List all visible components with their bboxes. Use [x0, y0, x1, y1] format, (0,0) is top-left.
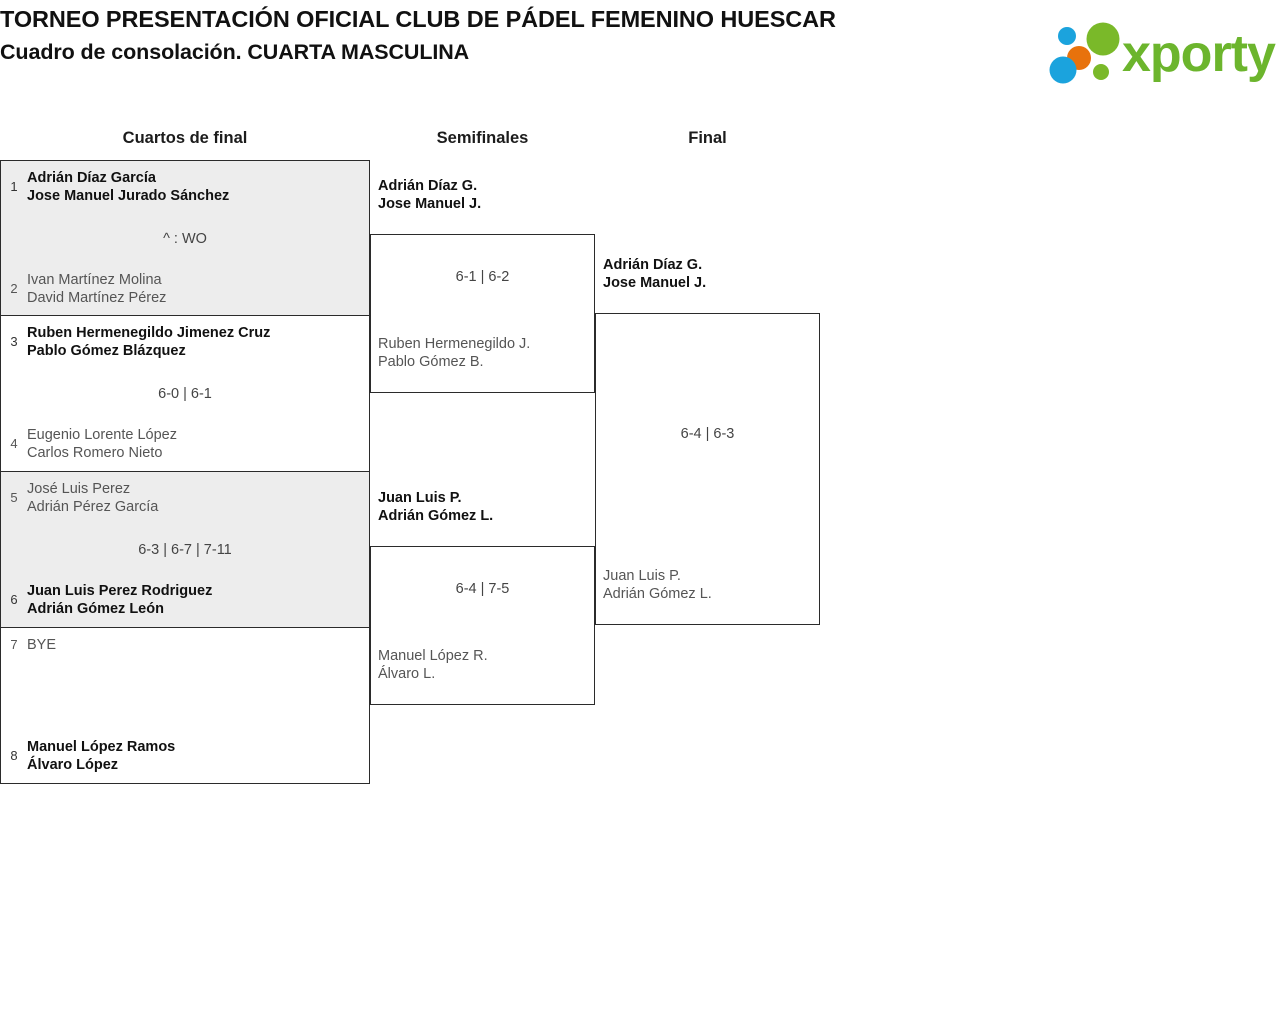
round-header-quarterfinals: Cuartos de final — [122, 129, 248, 147]
match-quarterfinal-1[interactable]: 1 Adrián Díaz García Jose Manuel Jurado … — [0, 160, 370, 317]
seed-number: 7 — [10, 637, 18, 653]
player-name: Juan Luis Perez Rodriguez — [27, 583, 213, 599]
match-score: 6-1 | 6-2 — [455, 269, 510, 285]
seed-number: 6 — [10, 592, 18, 608]
seed-number: 3 — [10, 334, 18, 350]
team-players: Eugenio Lorente López Carlos Romero Niet… — [27, 426, 369, 462]
player-name: José Luis Perez — [27, 481, 131, 497]
player-name: Juan Luis P. — [378, 490, 462, 506]
match-semifinal-2[interactable]: Juan Luis P. Adrián Gómez L. 6-4 | 7-5 M… — [370, 490, 595, 705]
player-name: Eugenio Lorente López — [27, 427, 177, 443]
seed-number: 8 — [10, 748, 18, 764]
page-header: TORNEO PRESENTACIÓN OFICIAL CLUB DE PÁDE… — [0, 0, 1280, 110]
team-players: Adrián Díaz G. Jose Manuel J. — [596, 256, 819, 292]
team-players: Manuel López R. Álvaro L. — [371, 647, 594, 683]
match-score: ^ : WO — [163, 231, 207, 247]
xporty-logo[interactable]: xporty — [1046, 18, 1277, 86]
match-score: 6-4 | 6-3 — [680, 426, 735, 442]
match-semifinal-1[interactable]: Adrián Díaz G. Jose Manuel J. 6-1 | 6-2 … — [370, 178, 595, 393]
match-team-top[interactable]: 7 BYE — [1, 636, 369, 654]
player-name: Pablo Gómez B. — [378, 354, 484, 370]
match-team-bottom[interactable]: 2 Ivan Martínez Molina David Martínez Pé… — [1, 271, 369, 307]
seed-number: 2 — [10, 281, 18, 297]
logo-dot-green-large — [1086, 22, 1120, 56]
player-name: Ruben Hermenegildo J. — [378, 336, 531, 352]
logo-dot-blue-large — [1049, 56, 1077, 84]
team-players: Adrián Díaz G. Jose Manuel J. — [371, 177, 594, 213]
tournament-name: TORNEO PRESENTACIÓN OFICIAL CLUB DE PÁDE… — [0, 6, 836, 32]
team-players: Adrián Díaz García Jose Manuel Jurado Sá… — [27, 169, 369, 205]
match-team-top[interactable]: Adrián Díaz G. Jose Manuel J. — [596, 256, 819, 292]
logo-wordmark: xporty — [1122, 25, 1276, 83]
round-header-final: Final — [688, 129, 727, 147]
player-name: Adrián Díaz G. — [603, 257, 703, 273]
match-team-bottom[interactable]: 8 Manuel López Ramos Álvaro López — [1, 738, 369, 774]
team-players: Ruben Hermenegildo Jimenez Cruz Pablo Gó… — [27, 324, 369, 360]
player-name: Ivan Martínez Molina — [27, 272, 162, 288]
match-quarterfinal-3[interactable]: 5 José Luis Perez Adrián Pérez García 6-… — [0, 471, 370, 628]
match-score: 6-3 | 6-7 | 7-11 — [138, 542, 232, 558]
logo-dot-green-small — [1093, 64, 1109, 80]
logo-dot-blue-small — [1058, 27, 1076, 45]
match-team-top[interactable]: 3 Ruben Hermenegildo Jimenez Cruz Pablo … — [1, 324, 369, 360]
player-name: Jose Manuel J. — [603, 275, 707, 291]
player-name: Adrián Gómez L. — [603, 586, 712, 602]
seed-number: 5 — [10, 490, 18, 506]
player-name: Jose Manuel Jurado Sánchez — [27, 188, 230, 204]
team-players: Ivan Martínez Molina David Martínez Pére… — [27, 271, 369, 307]
player-name: Álvaro López — [27, 757, 119, 773]
match-team-bottom[interactable]: Ruben Hermenegildo J. Pablo Gómez B. — [371, 335, 594, 371]
team-players: Juan Luis Perez Rodriguez Adrián Gómez L… — [27, 582, 369, 618]
round-header-semifinals: Semifinales — [436, 129, 529, 147]
match-quarterfinal-4[interactable]: 7 BYE 8 Manuel López Ramos Álvaro López — [0, 627, 370, 784]
player-name: Manuel López R. — [378, 648, 488, 664]
player-name: Ruben Hermenegildo Jimenez Cruz — [27, 325, 271, 341]
team-players: Ruben Hermenegildo J. Pablo Gómez B. — [371, 335, 594, 371]
seed-number: 1 — [10, 179, 18, 195]
player-name: Álvaro L. — [378, 666, 436, 682]
player-name: Pablo Gómez Blázquez — [27, 343, 186, 359]
match-team-bottom[interactable]: Manuel López R. Álvaro L. — [371, 647, 594, 683]
player-name: Adrián Díaz García — [27, 170, 156, 186]
match-final[interactable]: Adrián Díaz G. Jose Manuel J. 6-4 | 6-3 … — [595, 257, 820, 625]
player-name: Adrián Gómez L. — [378, 508, 494, 524]
match-team-bottom[interactable]: 6 Juan Luis Perez Rodriguez Adrián Gómez… — [1, 582, 369, 618]
player-name: BYE — [27, 637, 57, 653]
player-name: Jose Manuel J. — [378, 196, 482, 212]
bracket-subtitle: Cuadro de consolación. CUARTA MASCULINA — [0, 40, 470, 64]
match-team-top[interactable]: Juan Luis P. Adrián Gómez L. — [371, 489, 594, 525]
seed-number: 4 — [10, 436, 18, 452]
team-players: José Luis Perez Adrián Pérez García — [27, 480, 369, 516]
match-score: 6-4 | 7-5 — [455, 581, 510, 597]
match-score: 6-0 | 6-1 — [158, 386, 212, 402]
match-team-bottom[interactable]: 4 Eugenio Lorente López Carlos Romero Ni… — [1, 426, 369, 462]
match-team-top[interactable]: 1 Adrián Díaz García Jose Manuel Jurado … — [1, 169, 369, 205]
player-name: Manuel López Ramos — [27, 739, 176, 755]
page-title: TORNEO PRESENTACIÓN OFICIAL CLUB DE PÁDE… — [0, 3, 900, 69]
match-team-top[interactable]: Adrián Díaz G. Jose Manuel J. — [371, 177, 594, 213]
player-name: Juan Luis P. — [603, 568, 681, 584]
player-name: Adrián Pérez García — [27, 499, 159, 515]
match-team-top[interactable]: 5 José Luis Perez Adrián Pérez García — [1, 480, 369, 516]
team-players: Juan Luis P. Adrián Gómez L. — [596, 567, 819, 603]
match-team-bottom[interactable]: Juan Luis P. Adrián Gómez L. — [596, 567, 819, 603]
match-quarterfinal-2[interactable]: 3 Ruben Hermenegildo Jimenez Cruz Pablo … — [0, 315, 370, 472]
player-name: Adrián Díaz G. — [378, 178, 478, 194]
player-name: David Martínez Pérez — [27, 290, 167, 306]
player-name: Carlos Romero Nieto — [27, 445, 163, 461]
player-name: Adrián Gómez León — [27, 601, 164, 617]
team-players: BYE — [27, 636, 369, 654]
team-players: Juan Luis P. Adrián Gómez L. — [371, 489, 594, 525]
team-players: Manuel López Ramos Álvaro López — [27, 738, 369, 774]
